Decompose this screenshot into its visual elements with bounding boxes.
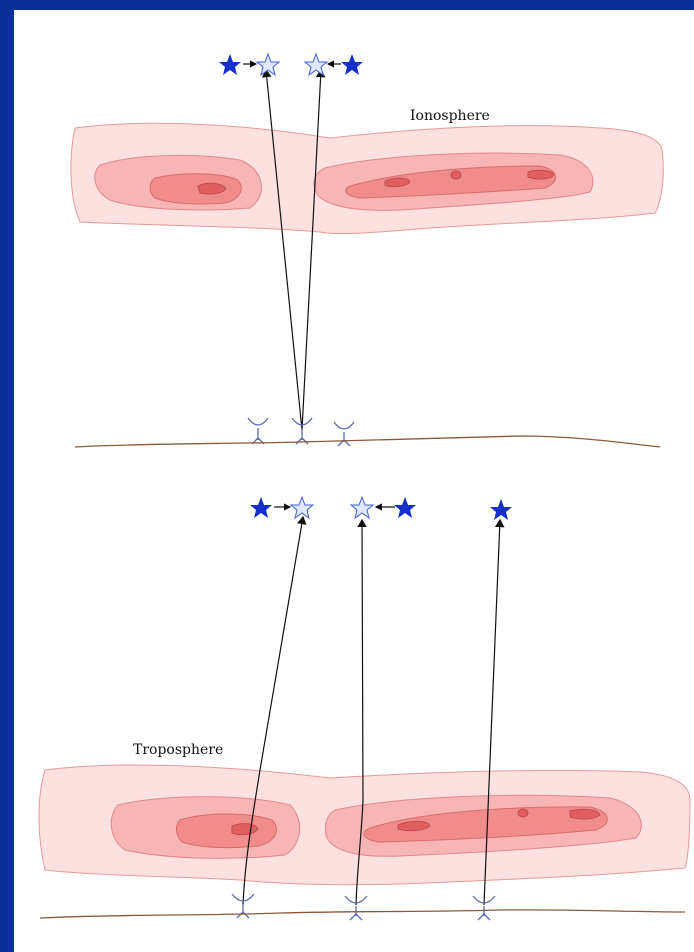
ionosphere-label: Ionosphere <box>410 108 490 124</box>
apparent-star-icon <box>257 54 279 75</box>
apparent-star-icon <box>291 497 313 518</box>
ionosphere-core-right-2 <box>451 171 461 179</box>
ionosphere-stars <box>219 54 363 75</box>
ionosphere-core-left <box>198 183 226 194</box>
ionosphere-rays <box>266 70 321 430</box>
troposphere-label: Troposphere <box>133 742 223 758</box>
antenna-icon <box>248 418 268 444</box>
ray-top-1 <box>266 70 302 430</box>
star-icon <box>219 54 241 75</box>
troposphere-stars <box>250 497 512 520</box>
apparent-star-icon <box>305 54 327 75</box>
star-icon <box>490 499 512 520</box>
ionosphere-layer <box>71 123 663 233</box>
troposphere-inner-region-left <box>176 814 276 848</box>
troposphere-core-right-2 <box>518 809 528 817</box>
troposphere-layer <box>39 765 690 885</box>
ground-line-bottom <box>40 910 685 918</box>
star-icon <box>250 497 272 518</box>
star-icon <box>341 54 363 75</box>
antenna-icon <box>334 422 354 446</box>
ray-top-2 <box>302 70 321 430</box>
ionosphere-inner-region-left <box>150 174 241 204</box>
troposphere-antennas <box>232 894 495 920</box>
star-icon <box>394 497 416 518</box>
apparent-star-icon <box>351 497 373 518</box>
ground-line-top <box>75 436 660 447</box>
troposphere-core-right-3 <box>570 809 600 819</box>
ionosphere-core-right-3 <box>528 170 554 179</box>
